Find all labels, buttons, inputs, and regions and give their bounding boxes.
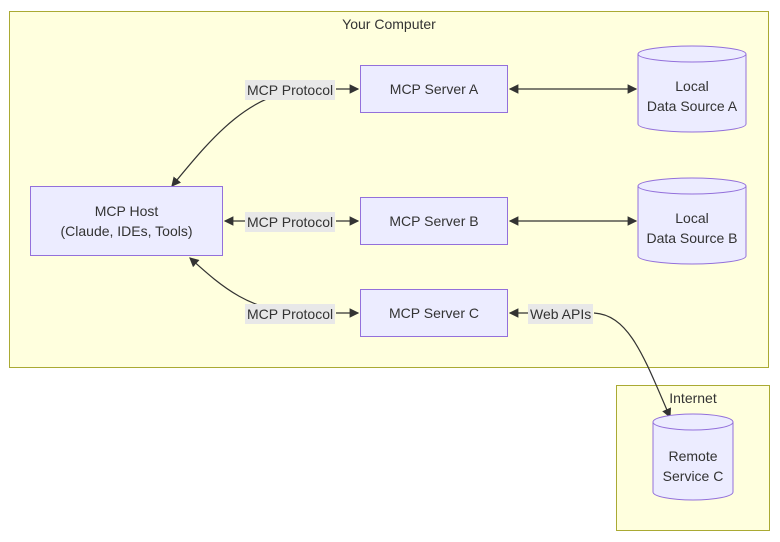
remote-c-line2: Service C bbox=[662, 468, 724, 484]
edge-host-server-a-curve bbox=[171, 88, 313, 187]
node-mcp-server-c[interactable]: MCP Server C bbox=[360, 289, 508, 337]
edge-label-web-apis: Web APIs bbox=[528, 304, 594, 324]
node-local-data-source-a[interactable]: Local Data Source A bbox=[638, 64, 746, 128]
node-remote-service-c[interactable]: Remote Service C bbox=[653, 434, 733, 498]
edge-label-mcp-protocol-b: MCP Protocol bbox=[245, 212, 336, 232]
remote-c-line1: Remote bbox=[668, 448, 718, 464]
node-mcp-host-line1: MCP Host bbox=[94, 203, 159, 219]
edge-label-mcp-protocol-c: MCP Protocol bbox=[245, 304, 336, 324]
node-mcp-server-b[interactable]: MCP Server B bbox=[360, 197, 508, 245]
node-mcp-server-c-label: MCP Server C bbox=[389, 305, 479, 321]
cylinder-remote-c bbox=[652, 413, 734, 501]
source-a-line2: Data Source A bbox=[646, 98, 738, 114]
cluster-title-your-computer: Your Computer bbox=[342, 16, 436, 32]
node-mcp-host[interactable]: MCP Host (Claude, IDEs, Tools) bbox=[30, 186, 223, 256]
source-a-line1: Local bbox=[675, 78, 709, 94]
node-mcp-host-line2: (Claude, IDEs, Tools) bbox=[60, 223, 193, 239]
edge-web-apis-remote-curve bbox=[593, 312, 672, 419]
source-b-line1: Local bbox=[675, 210, 709, 226]
node-local-data-source-b[interactable]: Local Data Source B bbox=[638, 196, 746, 260]
node-mcp-server-a-label: MCP Server A bbox=[389, 81, 479, 97]
node-mcp-server-b-label: MCP Server B bbox=[389, 213, 479, 229]
source-b-line2: Data Source B bbox=[646, 230, 738, 246]
cluster-title-internet: Internet bbox=[669, 390, 717, 406]
edge-label-mcp-protocol-a: MCP Protocol bbox=[245, 80, 336, 100]
cylinder-source-a bbox=[637, 45, 747, 133]
node-mcp-server-a[interactable]: MCP Server A bbox=[360, 65, 508, 113]
cluster-internet: Internet bbox=[616, 385, 770, 531]
cylinder-source-b bbox=[637, 177, 747, 265]
